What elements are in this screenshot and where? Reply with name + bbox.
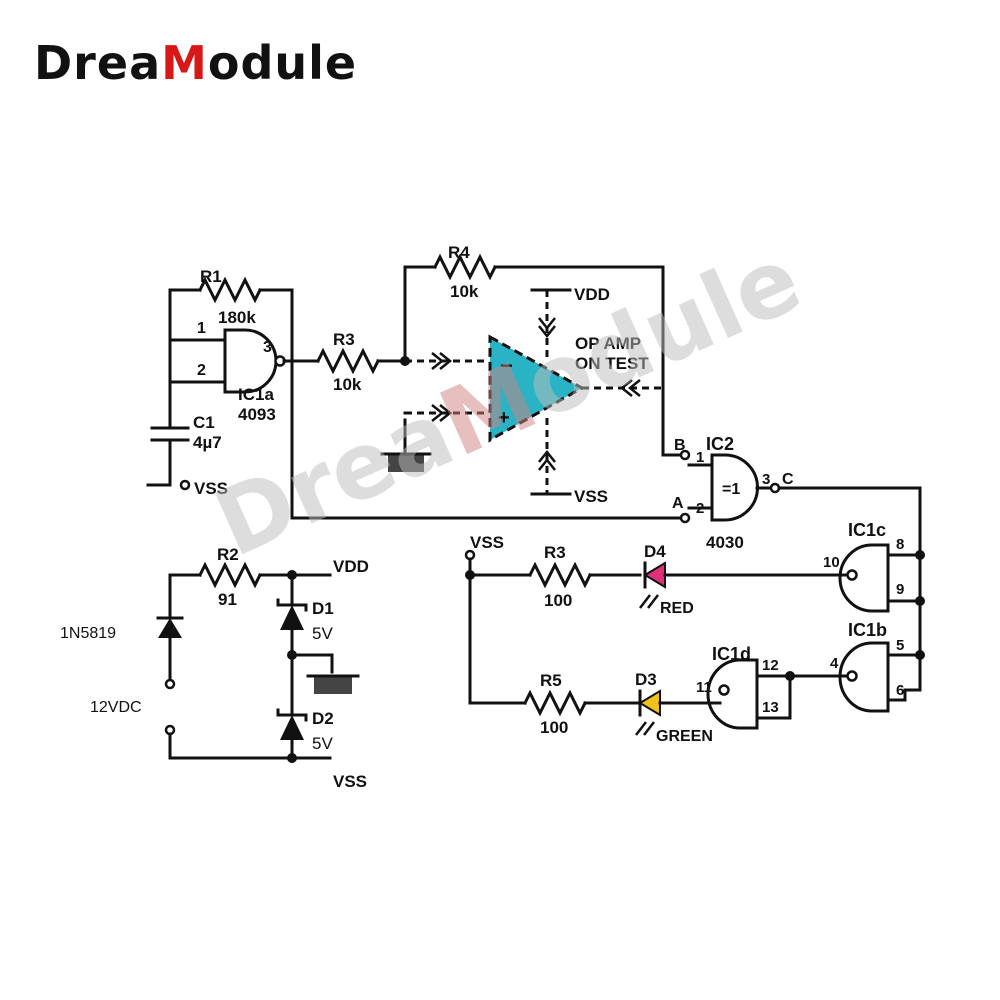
indicator-section: VSS R3 100 R5 100 D4 RED D3 GREEN IC1c 8… <box>464 520 925 745</box>
resistor-r3-indicator <box>527 561 593 589</box>
opamp-triangle <box>488 334 586 443</box>
resistor-r5 <box>522 689 588 717</box>
ic1b-pin-out: 4 <box>830 655 839 672</box>
resistor-r2 <box>197 561 263 589</box>
ic2-label: IC2 <box>706 434 734 454</box>
xor-gate-section: =1 IC2 4030 B A 1 2 3 C <box>672 434 922 692</box>
power-vss-label: VSS <box>333 772 367 791</box>
gate-ic2 <box>710 453 759 522</box>
ic1d-label: IC1d <box>712 644 751 664</box>
led-d3-green <box>638 689 661 717</box>
d4-label: D4 <box>644 542 666 561</box>
d1-label: D1 <box>312 599 334 618</box>
ground-symbol-opamp <box>388 454 424 472</box>
brand-logo: DreaModule <box>34 40 357 86</box>
d4-color-label: RED <box>660 600 694 617</box>
opamp-vdd-label: VDD <box>574 285 610 304</box>
r5-value: 100 <box>540 718 568 737</box>
diode-1n5819-label: 1N5819 <box>60 625 116 642</box>
opamp-label-line2: ON TEST <box>575 354 649 373</box>
resistor-r4 <box>432 253 498 281</box>
ic2-part: 4030 <box>706 533 744 552</box>
d1-value: 5V <box>312 624 333 643</box>
d3-color-label: GREEN <box>656 728 713 745</box>
ic1c-pin-a: 8 <box>896 536 904 553</box>
r2-value: 91 <box>218 590 237 609</box>
ground-symbol-power <box>314 676 352 694</box>
gate-ic1c <box>838 543 890 613</box>
d2-value: 5V <box>312 734 333 753</box>
diode-1n5819 <box>158 618 182 638</box>
ic1d-pin-out: 11 <box>696 679 712 696</box>
ic1b-label: IC1b <box>848 620 887 640</box>
indicator-vss-label: VSS <box>470 533 504 552</box>
ic1a-pin3: 3 <box>263 339 272 356</box>
r1-label: R1 <box>200 267 222 286</box>
ic1d-pin-a: 12 <box>762 657 779 674</box>
d2-label: D2 <box>312 709 334 728</box>
gate-ic1b <box>838 641 890 713</box>
gate-ic1d <box>706 658 759 730</box>
r4-value: 10k <box>450 282 479 301</box>
zener-d1 <box>280 605 304 630</box>
osc-vss-label: VSS <box>194 479 228 498</box>
r4-label: R4 <box>448 243 470 262</box>
ic1c-pin-out: 10 <box>823 554 840 571</box>
resistor-r1 <box>197 276 263 304</box>
ic1a-part: 4093 <box>238 405 276 424</box>
opamp-vss-label: VSS <box>574 487 608 506</box>
r3-value: 10k <box>333 375 362 394</box>
opamp-minus: − <box>500 353 513 378</box>
oscillator-section: R1 180k 1 2 3 IC1a 4093 C1 4µ7 VSS <box>146 267 682 520</box>
r2-label: R2 <box>217 545 239 564</box>
c1-label: C1 <box>193 413 215 432</box>
led-d4-red <box>643 561 666 589</box>
r5-label: R5 <box>540 671 562 690</box>
c1-value: 4µ7 <box>193 433 222 452</box>
ic2-output-c: C <box>782 471 794 488</box>
r3-indicator-label: R3 <box>544 543 566 562</box>
ic2-pin1: 1 <box>696 449 704 466</box>
zener-d2 <box>280 715 304 740</box>
r1-value: 180k <box>218 308 256 327</box>
logo-suffix: odule <box>207 36 358 90</box>
logo-prefix: Drea <box>34 36 162 90</box>
opamp-plus: + <box>498 407 510 429</box>
ic1a-label: IC1a <box>238 385 274 404</box>
ic2-symbol: =1 <box>722 481 740 498</box>
ic1a-pin1: 1 <box>197 320 206 337</box>
ic1c-label: IC1c <box>848 520 886 540</box>
d3-label: D3 <box>635 670 657 689</box>
opamp-section: − + R4 10k R3 10k VDD VSS OP AMP ON TEST <box>315 243 682 506</box>
ic1a-pin2: 2 <box>197 362 206 379</box>
r3-indicator-value: 100 <box>544 591 572 610</box>
ic1b-pin-a: 5 <box>896 637 904 654</box>
resistor-r3 <box>315 347 381 375</box>
r3-label: R3 <box>333 330 355 349</box>
ic1c-pin-b: 9 <box>896 581 904 598</box>
ic2-pin3: 3 <box>762 471 770 488</box>
ic2-input-a: A <box>672 495 684 512</box>
ic2-input-b: B <box>674 437 686 454</box>
ic1d-pin-b: 13 <box>762 699 779 716</box>
capacitor-c1 <box>150 426 190 442</box>
ic1b-pin-b: 6 <box>896 682 904 699</box>
power-vdd-label: VDD <box>333 557 369 576</box>
opamp-label-line1: OP AMP <box>575 334 641 353</box>
power-section: R2 91 VDD VSS 1N5819 12VDC D1 5V D2 5V <box>60 545 369 791</box>
ic2-pin2: 2 <box>696 500 704 517</box>
supply-label: 12VDC <box>90 699 142 716</box>
logo-accent: M <box>161 36 208 90</box>
